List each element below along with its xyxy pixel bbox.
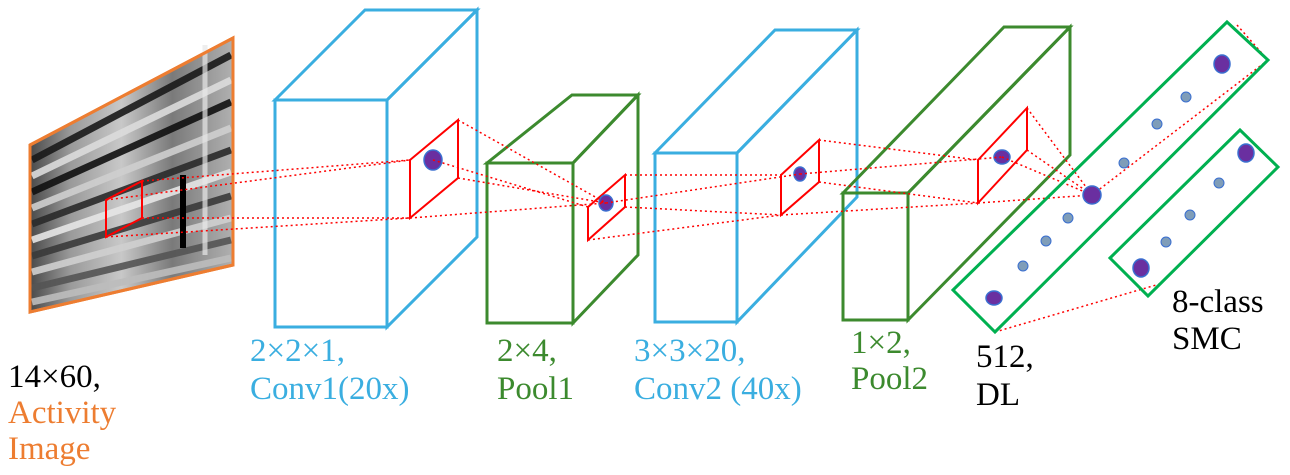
label-output: 8-class SMC — [1172, 284, 1264, 357]
output-neuron — [1184, 209, 1196, 221]
label-dense: 512, DL — [976, 339, 1034, 413]
label-pool1-name: Pool1 — [497, 371, 574, 407]
connection-lines — [105, 24, 1269, 333]
label-output-name: SMC — [1172, 321, 1242, 357]
label-pool1-size: 2×4, — [497, 333, 557, 369]
output-neuron — [1132, 258, 1150, 278]
dense-neuron — [1040, 235, 1052, 247]
label-conv1-name: Conv1(20x) — [250, 371, 410, 407]
conv1-box — [271, 6, 481, 331]
dense-neuron — [1017, 260, 1029, 272]
label-conv2: 3×3×20, Conv2 (40x) — [634, 333, 802, 407]
label-dense-size: 512, — [976, 339, 1034, 375]
label-pool2: 1×2, Pool2 — [851, 325, 928, 397]
dense-neuron — [1213, 54, 1231, 74]
pool2-box — [839, 23, 1074, 324]
dense-neuron — [1062, 212, 1074, 224]
output-layer — [1107, 127, 1281, 299]
output-neuron — [1160, 236, 1172, 248]
label-pool1: 2×4, Pool1 — [497, 333, 574, 407]
label-conv1: 2×2×1, Conv1(20x) — [250, 333, 410, 407]
dense-neuron — [1118, 157, 1130, 169]
dense-layer — [950, 19, 1271, 335]
pool1-box — [482, 91, 642, 327]
activity-image — [28, 35, 235, 314]
label-input-size: 14×60, — [8, 359, 101, 395]
activity-image-stripes — [30, 51, 233, 306]
dense-neuron — [1180, 91, 1192, 103]
label-conv2-size: 3×3×20, — [634, 333, 745, 369]
label-input-name-2: Image — [8, 431, 90, 467]
label-pool2-name: Pool2 — [851, 361, 928, 397]
label-input: 14×60, Activity Image — [8, 359, 117, 467]
dense-neuron — [985, 290, 1003, 306]
conv2-box — [651, 26, 861, 326]
label-dense-name: DL — [976, 377, 1020, 413]
label-conv2-name: Conv2 (40x) — [634, 371, 802, 407]
label-input-name-1: Activity — [8, 395, 117, 431]
dense-neuron — [1082, 185, 1102, 205]
dense-neuron — [1151, 118, 1163, 130]
label-conv1-size: 2×2×1, — [250, 333, 345, 369]
label-pool2-size: 1×2, — [851, 325, 911, 361]
output-neuron — [1237, 143, 1255, 163]
label-output-size: 8-class — [1172, 284, 1264, 320]
output-neuron — [1213, 177, 1225, 189]
